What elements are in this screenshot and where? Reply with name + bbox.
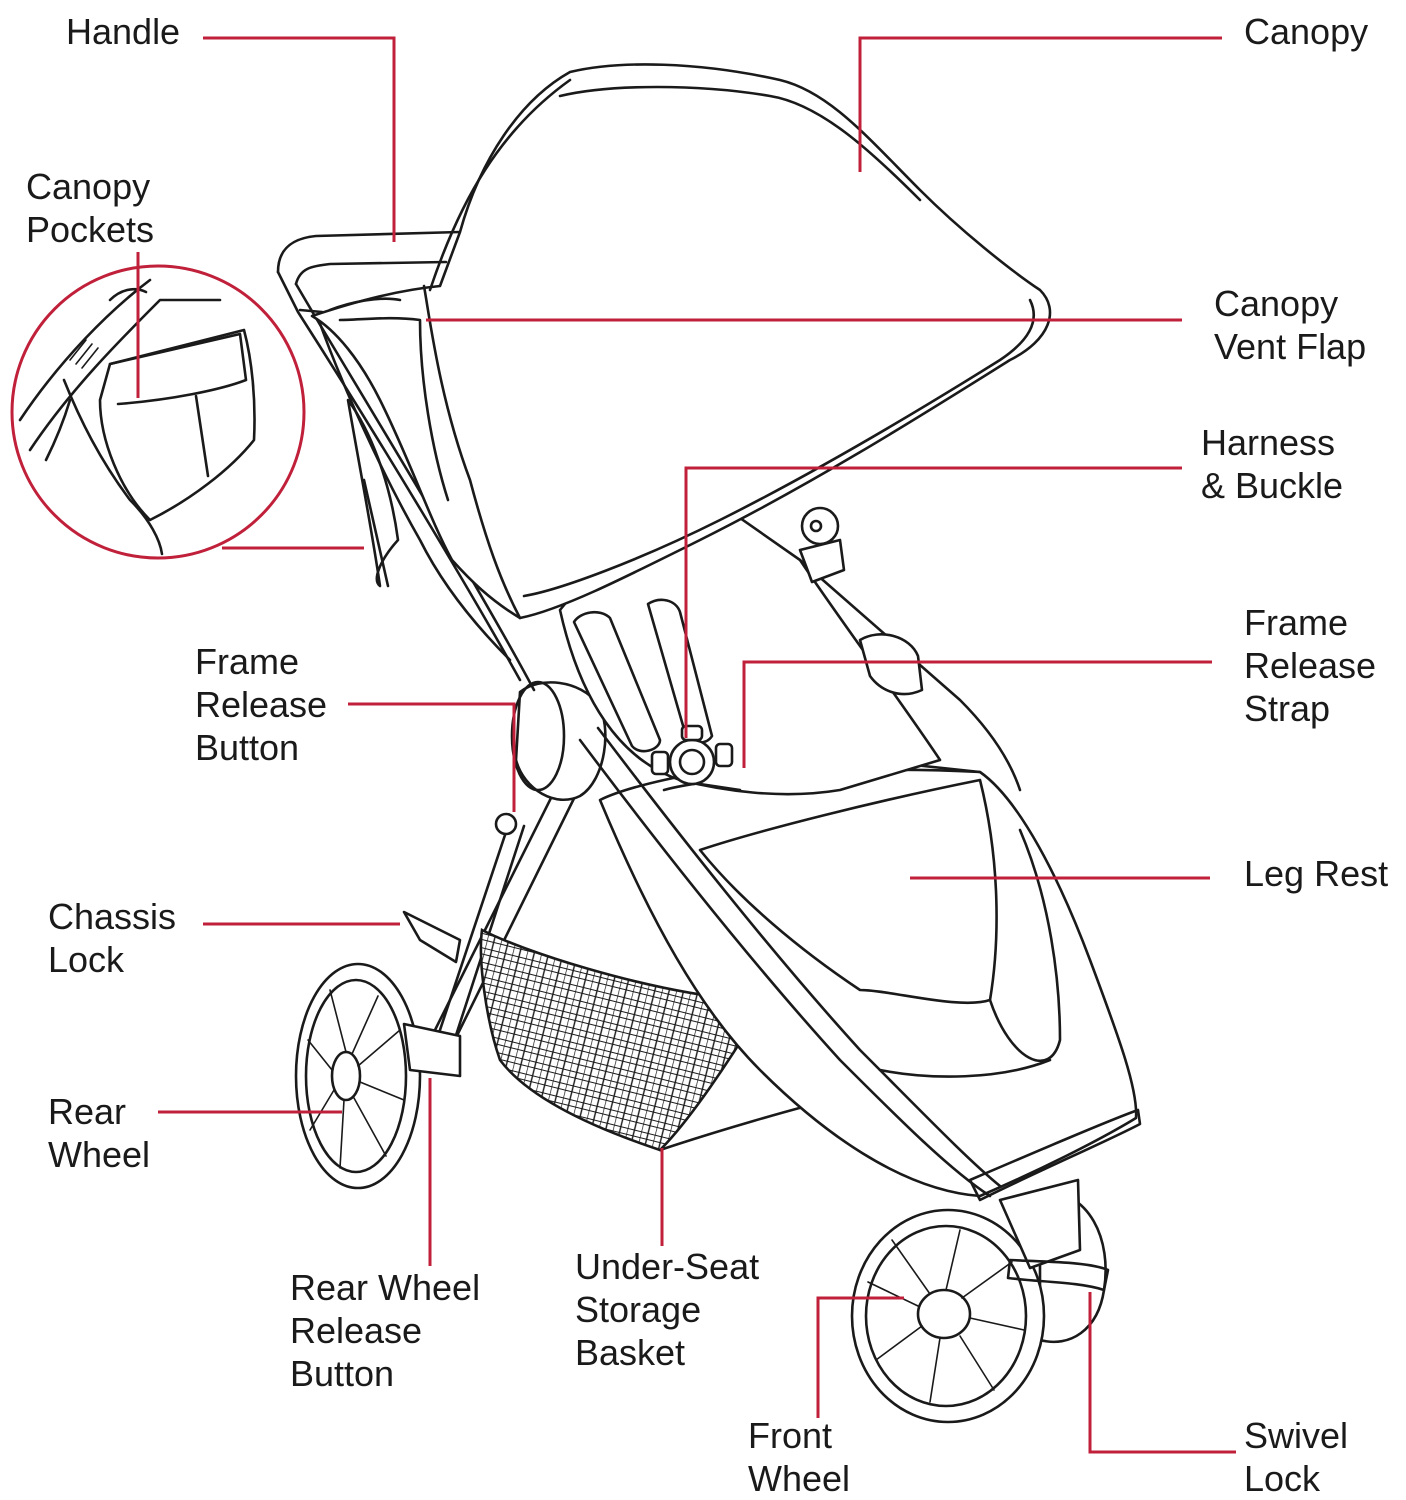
label-front-wheel: Front Wheel <box>748 1415 851 1499</box>
label-rear-wheel: Rear Wheel <box>48 1091 151 1175</box>
canopy-art <box>310 63 1052 620</box>
label-rear-wheel-release-button: Rear Wheel Release Button <box>290 1267 481 1394</box>
front-wheel-art <box>850 1178 1110 1424</box>
label-canopy: Canopy <box>1244 11 1369 52</box>
label-canopy-vent-flap: Canopy Vent Flap <box>1214 283 1367 367</box>
leader-frame-release-strap <box>742 660 1212 768</box>
label-frame-release-button: Frame Release Button <box>195 641 328 768</box>
label-swivel-lock: Swivel Lock <box>1244 1415 1349 1499</box>
label-canopy-pockets: Canopy Pockets <box>26 166 155 250</box>
label-under-seat-storage-basket: Under-Seat Storage Basket <box>575 1246 760 1373</box>
label-harness-buckle: Harness & Buckle <box>1201 422 1344 506</box>
label-leg-rest: Leg Rest <box>1244 853 1389 894</box>
leader-harness-buckle <box>684 466 1182 738</box>
leader-swivel-lock <box>1088 1292 1236 1454</box>
leader-canopy <box>858 36 1222 172</box>
rear-wheel-art <box>294 962 422 1190</box>
label-chassis-lock: Chassis Lock <box>48 896 177 980</box>
side-frame-art <box>578 506 1022 1198</box>
leader-frame-release-button <box>348 702 516 812</box>
chassis-art <box>402 680 607 1078</box>
pocket-inset-art <box>10 264 306 560</box>
leader-handle <box>203 36 396 242</box>
label-frame-release-strap: Frame Release Strap <box>1244 602 1377 729</box>
leader-front-wheel <box>816 1296 904 1418</box>
label-handle: Handle <box>66 11 181 52</box>
seatback-art <box>558 488 942 796</box>
